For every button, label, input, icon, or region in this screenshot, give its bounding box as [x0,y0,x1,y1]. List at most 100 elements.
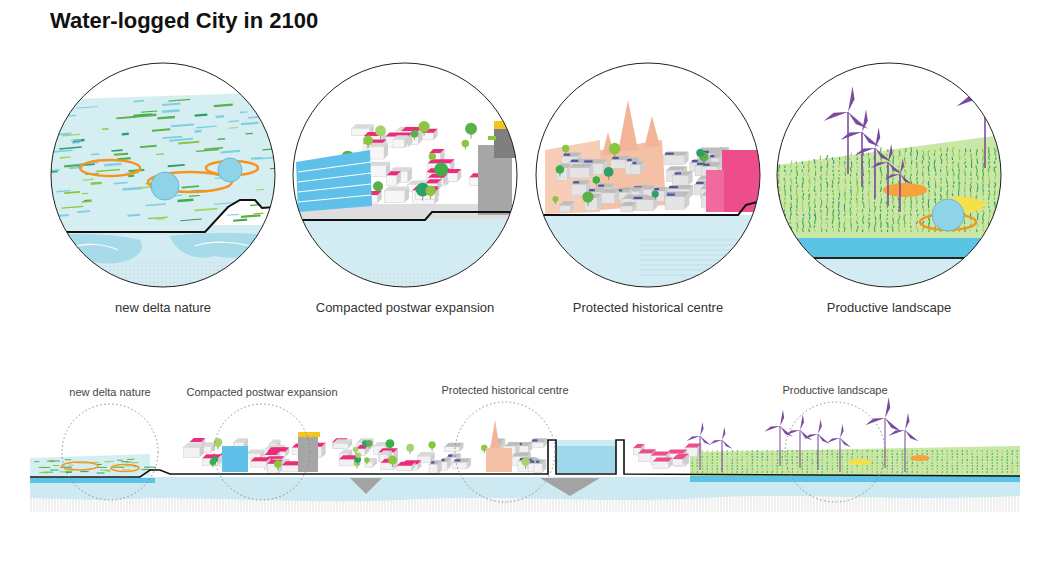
crop [742,468,743,470]
crop [845,172,846,176]
crop [833,229,834,232]
crop [927,453,928,455]
crop [826,205,828,208]
crop [911,204,912,208]
crop [1002,450,1003,452]
crop [983,156,984,160]
crop [862,229,864,232]
crop [945,153,947,156]
crop [869,223,870,228]
house-roof [569,164,593,168]
crop [971,159,972,164]
crop [784,185,786,188]
crop [782,453,784,455]
crop [838,196,839,200]
crop [917,228,919,232]
marsh-streak [178,200,194,201]
marsh-streak [121,461,128,462]
crop [907,453,909,455]
windmill-blade [875,127,880,148]
crop [863,203,864,208]
crop [995,229,996,232]
marsh-streak [277,137,294,138]
crop [702,465,704,467]
crop [782,471,783,473]
crop [707,471,709,473]
water-stripe [640,260,765,261]
crop [922,465,923,467]
crop [947,185,949,188]
house-roof [365,458,377,462]
crop [737,462,738,464]
crop [832,462,834,464]
crop [803,165,804,168]
crop [934,164,935,168]
crop [732,462,734,464]
crop [867,465,868,467]
crop [862,471,864,473]
crop [952,169,954,172]
crop [747,450,749,452]
crop [784,191,786,196]
crop [887,471,888,473]
orange-path [62,462,98,470]
crop [850,186,852,188]
crop [964,153,966,156]
crop [762,459,763,461]
crop [982,184,984,188]
crop [797,450,798,452]
crop [967,468,969,470]
crop [867,450,869,452]
crop [787,471,789,473]
crop [826,218,828,220]
crop [826,171,828,176]
marsh-streak [123,188,143,190]
marsh-streak [196,150,219,152]
crop [797,462,798,464]
dome [151,172,179,200]
marsh-streak [262,149,278,150]
marsh-streak [270,167,286,168]
crop [882,453,883,455]
crop [809,180,810,184]
crop [987,456,988,458]
green-roof [488,136,496,140]
crop [842,456,843,458]
solar-panel [627,159,631,161]
crop [692,462,693,464]
crop [782,456,783,458]
crop [962,465,964,467]
crop [887,459,889,461]
crop [1007,456,1009,458]
crop [880,215,881,220]
marsh-streak [122,133,129,136]
crop [850,208,851,212]
crop [856,199,858,204]
crop [898,229,899,232]
crop [940,180,942,184]
crop [899,223,900,228]
marsh-streak [102,128,108,130]
grey-tower [494,128,518,158]
crop [958,169,960,172]
crop [845,218,846,220]
crop [881,176,882,180]
marsh-streak [80,471,88,472]
yellow-patch [848,459,872,465]
crop [887,453,889,455]
crop [862,209,864,212]
crop [902,462,903,464]
crop [1002,462,1003,464]
crop [707,468,708,470]
crop [897,471,899,473]
crop [880,187,881,192]
crop [784,179,786,184]
crop [767,459,768,461]
crop [869,208,870,212]
crop [922,205,924,208]
crop [762,453,763,455]
crop [844,227,846,232]
marsh-streak [195,130,202,133]
windmill-blade [824,112,848,121]
crop [997,450,999,452]
